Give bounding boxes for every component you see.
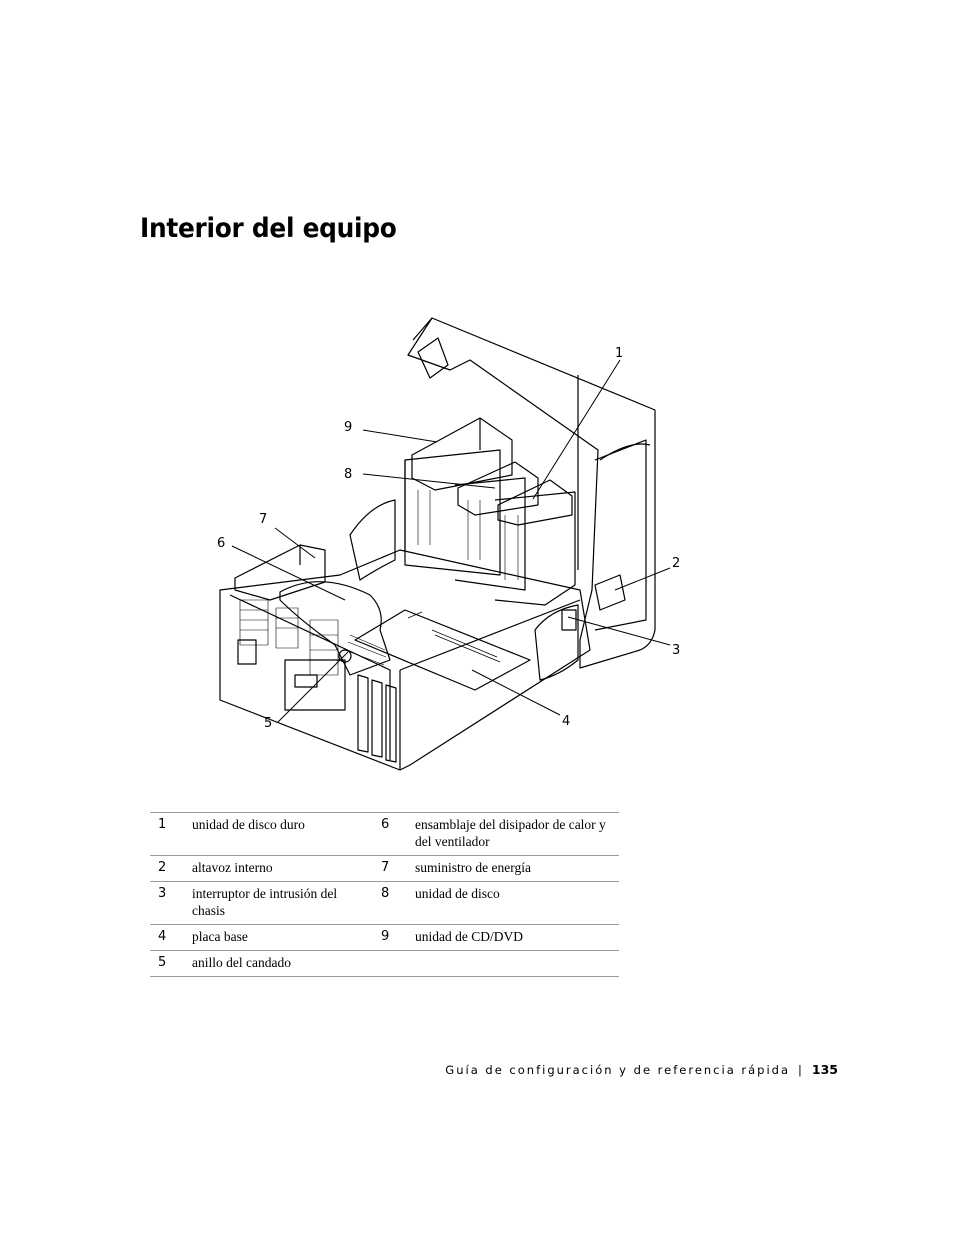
- legend-label: anillo del candado: [192, 950, 373, 977]
- floppy-drive: [457, 461, 539, 516]
- computer-interior-illustration: 1 2 3 4 5 6 7 8 9: [200, 300, 700, 780]
- callout-5: 5: [264, 716, 272, 731]
- legend-number: 8: [373, 881, 415, 925]
- chassis-intrusion-switch: [561, 609, 577, 631]
- legend-label: placa base: [192, 924, 373, 951]
- drive-cage: [404, 449, 576, 606]
- legend-number: 3: [150, 881, 192, 925]
- legend-label: altavoz interno: [192, 855, 373, 882]
- computer-interior-drawing: 1 2 3 4 5 6 7 8 9: [217, 317, 680, 771]
- legend-label: ensamblaje del disipador de calor y del …: [415, 812, 619, 856]
- legend-label: unidad de CD/DVD: [415, 924, 619, 951]
- callout-3: 3: [672, 643, 680, 658]
- page-title: Interior del equipo: [140, 213, 397, 244]
- legend-label: unidad de disco: [415, 881, 619, 925]
- table-row: 2 altavoz interno 7 suministro de energí…: [150, 855, 619, 882]
- page-footer: Guía de configuración y de referencia rá…: [445, 1062, 838, 1077]
- legend-number: 4: [150, 924, 192, 951]
- page-number: 135: [811, 1062, 838, 1077]
- expansion-slots: [357, 674, 397, 763]
- legend-number: [373, 950, 415, 977]
- table-row: 1 unidad de disco duro 6 ensamblaje del …: [150, 812, 619, 856]
- legend-number: 7: [373, 855, 415, 882]
- legend-label: suministro de energía: [415, 855, 619, 882]
- legend-number: 9: [373, 924, 415, 951]
- legend-number: 2: [150, 855, 192, 882]
- side-cover: [407, 317, 656, 669]
- back-panel-vents: [239, 599, 339, 676]
- legend-number: 5: [150, 950, 192, 977]
- legend-label: unidad de disco duro: [192, 812, 373, 856]
- callout-numbers: 1 2 3 4 5 6 7 8 9: [217, 346, 680, 731]
- callout-lines: [231, 359, 671, 723]
- power-connector: [237, 639, 257, 665]
- legend-label: [415, 950, 619, 977]
- cover-handle: [417, 337, 449, 379]
- legend-label: interruptor de intrusión del chasis: [192, 881, 373, 925]
- callout-2: 2: [672, 556, 680, 571]
- table-row: 3 interruptor de intrusión del chasis 8 …: [150, 881, 619, 925]
- padlock-ring: [338, 649, 352, 663]
- callout-8: 8: [344, 467, 352, 482]
- legend-table: 1 unidad de disco duro 6 ensamblaje del …: [150, 812, 619, 977]
- table-row: 4 placa base 9 unidad de CD/DVD: [150, 924, 619, 951]
- io-port-block: [284, 659, 346, 711]
- callout-6: 6: [217, 536, 225, 551]
- hard-drive: [497, 479, 573, 526]
- chassis-base: [219, 549, 591, 771]
- footer-separator: |: [798, 1063, 802, 1077]
- table-row: 5 anillo del candado: [150, 950, 619, 977]
- internal-speaker: [594, 574, 626, 611]
- system-board: [354, 609, 531, 691]
- callout-4: 4: [562, 714, 570, 729]
- callout-7: 7: [259, 512, 267, 527]
- footer-guide-title: Guía de configuración y de referencia rá…: [445, 1063, 791, 1077]
- callout-9: 9: [344, 420, 352, 435]
- legend-number: 6: [373, 812, 415, 856]
- callout-1: 1: [615, 346, 623, 361]
- legend-number: 1: [150, 812, 192, 856]
- heat-sink-fan: [279, 581, 391, 676]
